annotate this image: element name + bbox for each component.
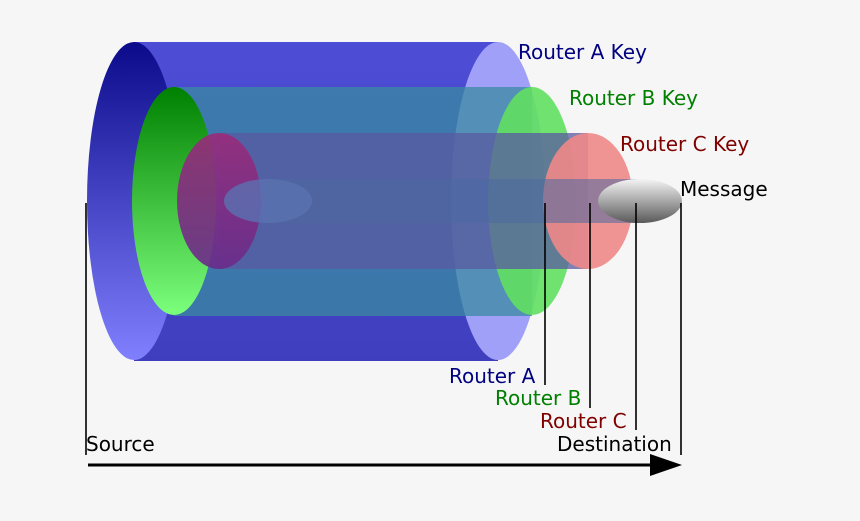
router-a-label: Router A xyxy=(449,364,536,388)
message-capsule xyxy=(224,179,682,223)
router-a-key-label: Router A Key xyxy=(518,40,647,64)
source-label: Source xyxy=(86,432,155,456)
router-c-key-label: Router C Key xyxy=(620,132,749,156)
router-b-label: Router B xyxy=(495,386,581,410)
message-label: Message xyxy=(680,177,768,201)
marker-lines xyxy=(85,203,682,455)
router-c-label: Router C xyxy=(540,409,627,433)
router-b-key-label: Router B Key xyxy=(569,86,698,110)
destination-label: Destination xyxy=(557,432,672,456)
path-arrow xyxy=(88,454,682,476)
arrow-head-icon xyxy=(650,454,682,476)
